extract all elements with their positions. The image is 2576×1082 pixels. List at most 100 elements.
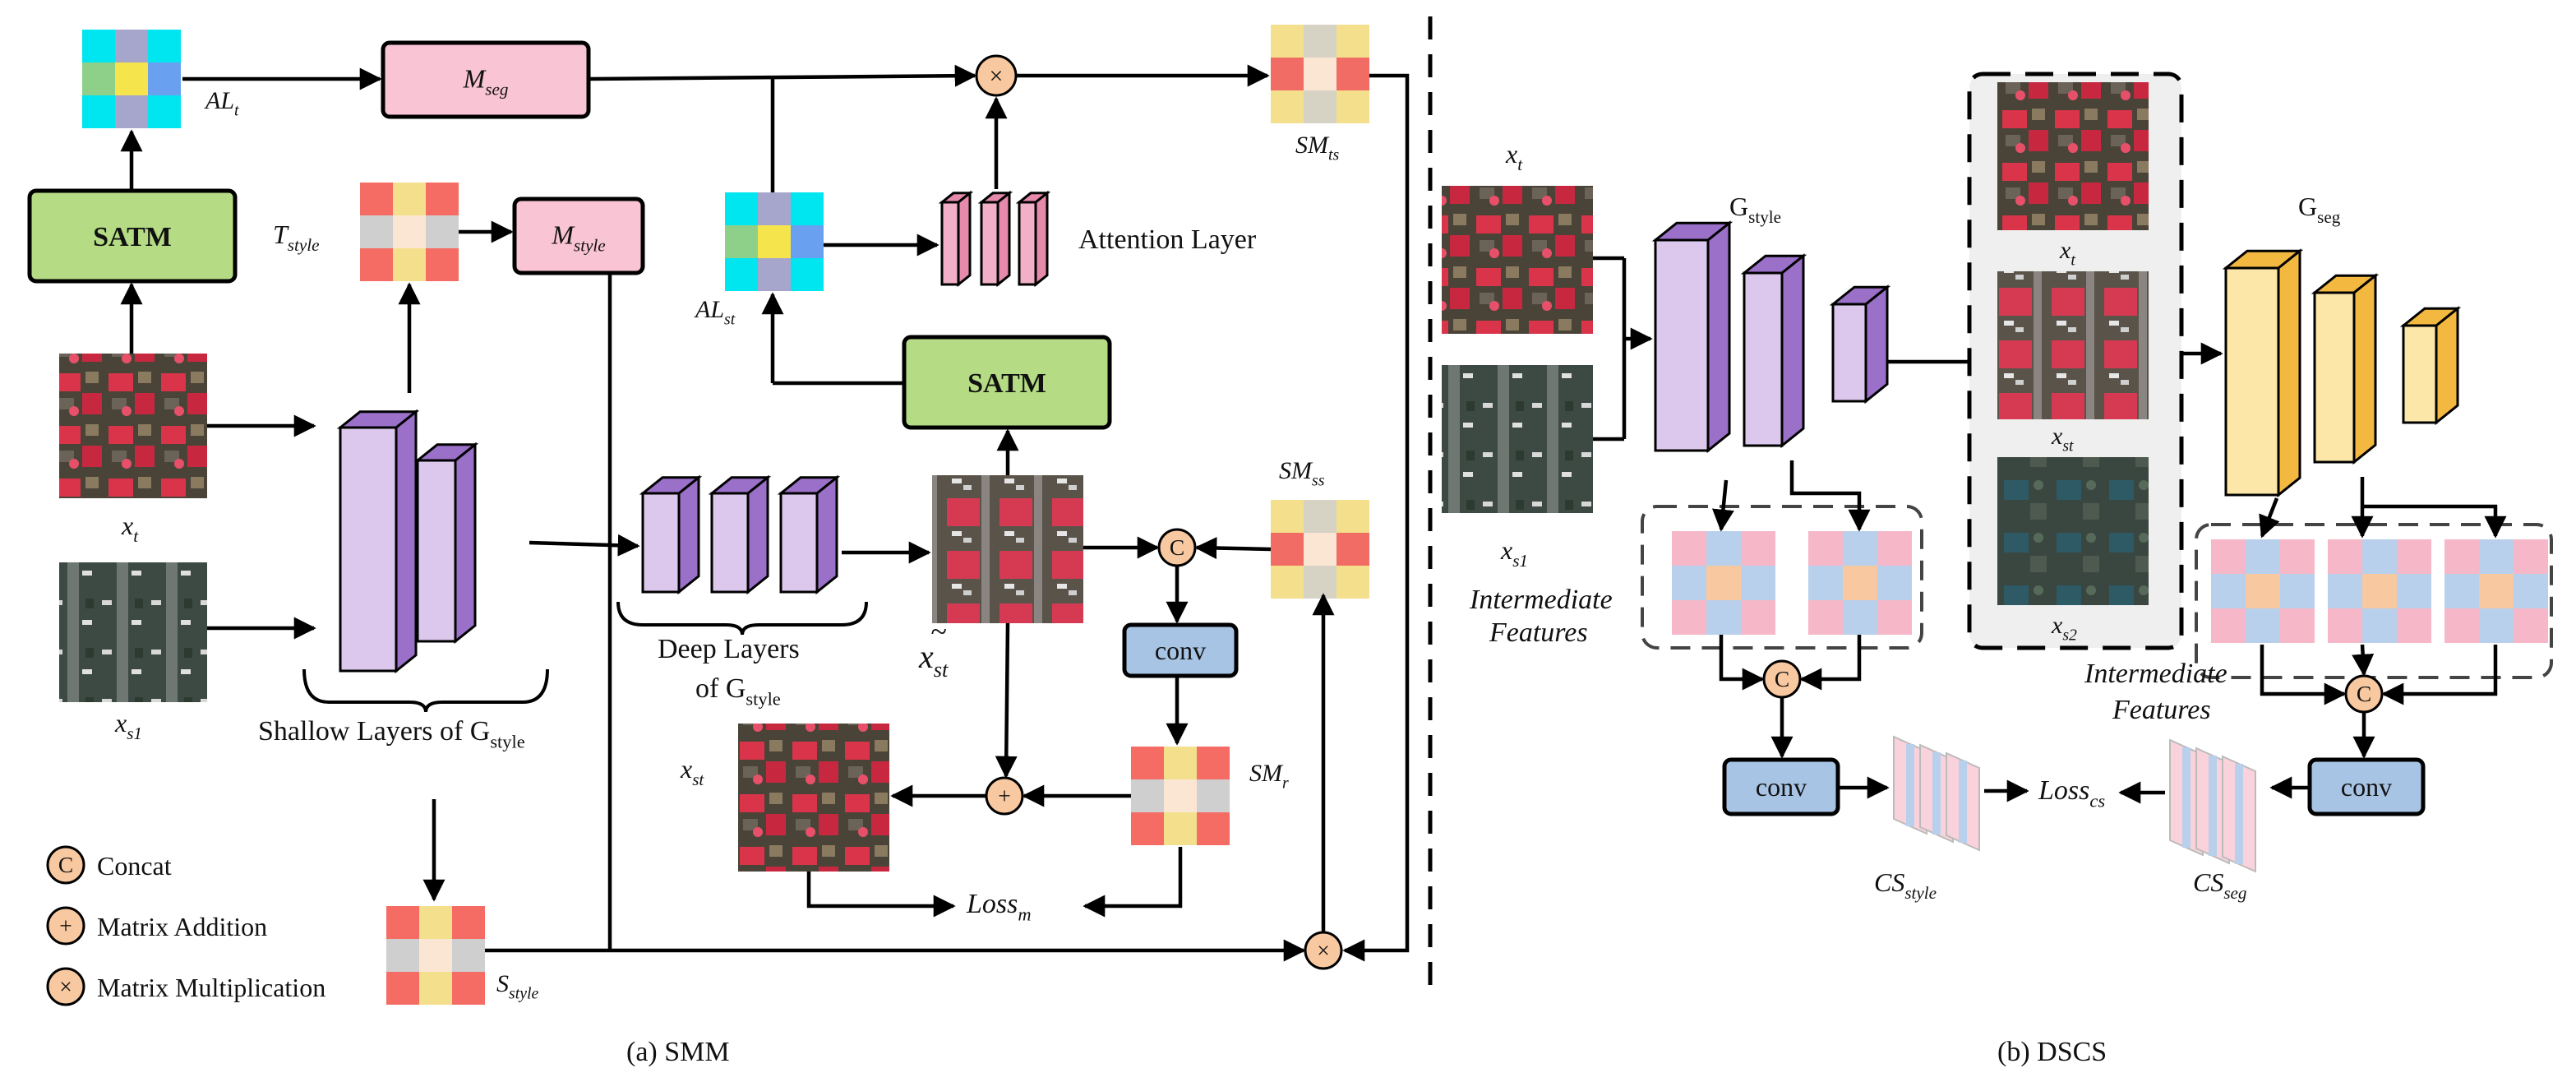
feature-map-left-2-cell — [1843, 600, 1877, 635]
conv-box-b-left: conv — [1722, 757, 1840, 816]
image-xs2-b — [1997, 457, 2149, 605]
sm-r-map-cell — [1131, 779, 1164, 812]
sm-ss-map-cell — [1336, 500, 1369, 533]
gstyle-layer-1-face — [1654, 238, 1710, 452]
al-t-map — [82, 30, 181, 128]
feature-map-right-3-cell — [2444, 539, 2479, 574]
shallow-layer-1 — [336, 409, 420, 674]
legend-label-1: Matrix Addition — [97, 912, 267, 941]
image-xs1-b — [1442, 365, 1593, 513]
gseg-layer-2 — [2311, 273, 2380, 465]
deep-layer-1-side — [677, 474, 700, 595]
feature-map-left-2-cell — [1877, 566, 1912, 600]
deep-layer-2-face — [710, 492, 750, 594]
sm-ts-map-cell — [1336, 58, 1369, 90]
al-st-map-cell — [725, 258, 758, 291]
gseg-layer-1-face — [2224, 266, 2280, 497]
sm-ts-map-cell — [1336, 25, 1369, 58]
cs-style-sheet-1 — [1919, 743, 1954, 844]
shallow-layer-2 — [413, 442, 479, 645]
xt-label-b2: xt — [2059, 237, 2075, 269]
feature-map-left-1-cell — [1741, 600, 1775, 635]
sm-r-map-cell — [1197, 812, 1230, 845]
gseg-layer-2-side — [2352, 273, 2377, 465]
al-st-label: ALst — [694, 296, 736, 328]
gseg-layer-2-face — [2313, 291, 2356, 464]
shallow-layer-1-side — [395, 409, 418, 674]
feature-map-right-2-cell — [2362, 608, 2397, 643]
al-st-map-cell — [725, 225, 758, 258]
feature-map-right-1 — [2211, 539, 2315, 643]
gstyle-layer-2-face — [1743, 271, 1784, 447]
m-style-box: Mstyle — [512, 197, 645, 275]
feature-map-left-2-cell — [1843, 566, 1877, 600]
sm-ss-map-cell — [1304, 566, 1336, 599]
arrow-gstyle2-to-fm — [1789, 460, 1871, 532]
arrow-smss-to-concat — [1194, 537, 1272, 560]
gstyle-layer-3 — [1829, 284, 1891, 405]
intermediate-box-left — [1641, 505, 1923, 650]
m-seg-box-label: Mseg — [463, 64, 509, 99]
sm-ss-map-cell — [1304, 500, 1336, 533]
legend-op-2-circle — [46, 967, 85, 1006]
sm-ts-map — [1271, 25, 1369, 123]
sm-ss-map-cell — [1271, 566, 1304, 599]
t-style-map-cell — [393, 215, 426, 248]
feature-map-right-3-cell — [2479, 608, 2514, 643]
feature-map-left-1-cell — [1672, 566, 1706, 600]
feature-map-right-2-cell — [2362, 574, 2397, 608]
feature-map-left-1-cell — [1706, 600, 1741, 635]
sm-ts-map-cell — [1271, 25, 1304, 58]
t-style-label: Tstyle — [273, 220, 319, 255]
attention-bar-1-side — [957, 190, 972, 288]
feature-map-left-2-cell — [1843, 531, 1877, 566]
add-a-symbol: + — [998, 783, 1011, 808]
gseg-layer-3-side — [2435, 306, 2459, 426]
feature-map-left-1-cell — [1741, 531, 1775, 566]
image-xt-b — [1442, 186, 1593, 334]
m-style-box-shape — [512, 197, 645, 275]
t-style-map-cell — [360, 183, 393, 215]
s-style-map-cell — [452, 906, 485, 939]
t-style-map-cell — [360, 215, 393, 248]
attention-bar-1 — [938, 190, 974, 288]
al-t-map-cell — [82, 30, 115, 62]
feature-map-left-2-cell — [1808, 600, 1843, 635]
conv-box-a-label: conv — [1155, 636, 1206, 665]
feature-map-left-2-cell — [1877, 600, 1912, 635]
legend-op-1: + — [46, 906, 85, 946]
al-t-map-cell — [115, 30, 148, 62]
feature-map-right-3-cell — [2444, 608, 2479, 643]
sm-r-map-cell — [1197, 747, 1230, 779]
al-st-map-cell — [725, 192, 758, 225]
cs-style-label: CSstyle — [1874, 867, 1937, 903]
sm-r-map-cell — [1131, 812, 1164, 845]
cs-style-sheet-0 — [1893, 735, 1927, 835]
s-style-label: Sstyle — [496, 970, 538, 1002]
legend-label-2: Matrix Multiplication — [97, 973, 325, 1002]
cs-seg-sheet-0 — [2169, 738, 2204, 857]
m-style-box-label: Mstyle — [551, 220, 605, 256]
sm-r-map-cell — [1164, 812, 1197, 845]
g-style-label-b: Gstyle — [1729, 192, 1781, 227]
shallow-layers-label: Shallow Layers of Gstyle — [258, 716, 525, 752]
mult-bottom-symbol: × — [1317, 937, 1330, 963]
al-t-map-cell — [115, 95, 148, 128]
feature-map-right-1-cell — [2246, 608, 2280, 643]
al-st-map-cell — [758, 258, 791, 291]
sm-r-map-cell — [1164, 779, 1197, 812]
image-xst-b — [1997, 271, 2149, 419]
conv-box-a: conv — [1122, 622, 1239, 678]
sm-ss-map — [1271, 500, 1369, 599]
al-st-map-cell — [791, 225, 824, 258]
gstyle-layer-2-side — [1780, 253, 1805, 449]
image-xs1-a — [59, 562, 207, 702]
intermediate-right-1: Intermediate — [2084, 659, 2227, 689]
m-seg-box-shape — [381, 40, 591, 119]
sm-r-label: SMr — [1249, 760, 1289, 792]
feature-map-left-1 — [1672, 531, 1775, 635]
feature-map-right-3-cell — [2514, 574, 2548, 608]
sm-ts-map-cell — [1271, 90, 1304, 123]
t-style-map-cell — [426, 183, 459, 215]
